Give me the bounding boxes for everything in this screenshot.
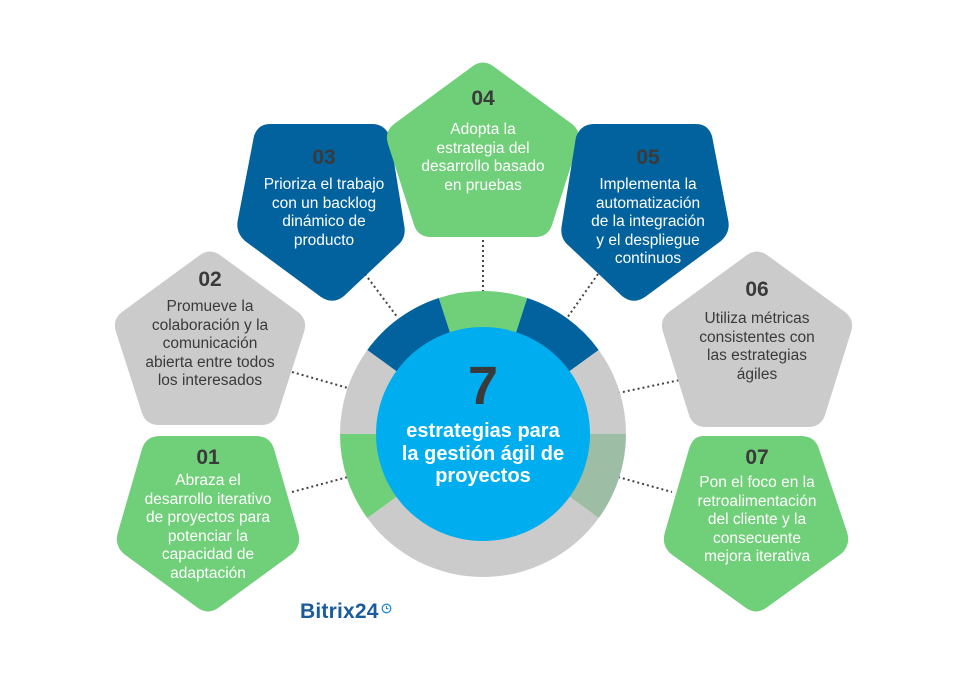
ring-segment-02 <box>340 349 398 434</box>
connector-06 <box>617 379 681 394</box>
text-line: de la integración <box>591 213 705 230</box>
text-line: las estrategias <box>707 347 807 364</box>
text-line: ágiles <box>736 365 778 383</box>
text-line: Implementa la <box>599 176 697 193</box>
strategy-text: Pon el foco en la retroalimentación del … <box>698 474 817 567</box>
connector-lines <box>291 240 681 493</box>
text-line: Utiliza métricas <box>704 310 810 327</box>
strategy-number: 01 <box>196 446 220 469</box>
strategy-card-04: 04 Adopta la estrategia del desarrollo b… <box>393 87 573 195</box>
strategy-card-03: 03 Prioriza el trabajo con un backlog di… <box>236 146 412 250</box>
strategy-text: Adopta la estrategia del desarrollo basa… <box>421 121 544 195</box>
text-line: automatización <box>595 194 701 212</box>
pentagon-03 <box>237 124 405 301</box>
text-line: abierta entre todos <box>145 353 275 371</box>
strategy-text: Implementa la automatización de la integ… <box>591 176 705 269</box>
ring-segment-01 <box>340 434 398 519</box>
strategy-number: 07 <box>745 446 769 469</box>
strategy-text: Utiliza métricas consistentes con las es… <box>699 310 814 384</box>
text-line: con un backlog <box>271 194 377 212</box>
text-line: continuos <box>614 250 682 267</box>
ring-segment-bottom <box>367 496 599 578</box>
center-label-line-3: proyectos <box>435 465 531 487</box>
text-line: Prioriza el trabajo <box>263 176 385 193</box>
strategy-card-02: 02 Promueve la colaboración y la comunic… <box>118 268 302 391</box>
center-number: 7 <box>467 356 499 416</box>
center-title: 7 estrategias para la gestión ágil de pr… <box>383 358 583 488</box>
connector-07 <box>617 476 673 493</box>
text-line: de proyectos para <box>145 509 271 526</box>
connector-03 <box>364 273 399 319</box>
clock-icon <box>381 596 392 620</box>
strategy-number: 02 <box>198 268 222 291</box>
strategy-text: Prioriza el trabajo con un backlog dinám… <box>264 176 385 250</box>
ring-segment-07 <box>568 434 626 519</box>
strategy-number: 05 <box>636 146 660 169</box>
text-line: dinámico de <box>282 213 366 230</box>
text-line: mejora iterativa <box>704 548 810 565</box>
text-line: adaptación <box>170 564 246 582</box>
strategy-card-01: 01 Abraza el desarrollo iterativo de pro… <box>118 446 298 583</box>
text-line: Abraza el <box>175 472 241 489</box>
text-line: Promueve la <box>166 298 254 315</box>
text-line: del cliente y la <box>707 511 807 528</box>
strategy-card-06: 06 Utiliza métricas consistentes con las… <box>664 278 850 384</box>
center-label-line-1: estrategias para <box>406 420 560 442</box>
pentagon-04 <box>386 62 580 237</box>
pentagon-06 <box>661 251 853 427</box>
strategy-number: 04 <box>471 87 495 110</box>
text-line: comunicación <box>162 335 258 352</box>
ring-segment-04 <box>438 290 528 334</box>
text-line: capacidad de <box>161 546 255 563</box>
text-line: producto <box>293 231 355 249</box>
text-line: Pon el foco en la <box>699 474 815 491</box>
pentagon-01 <box>116 436 300 612</box>
strategy-card-05: 05 Implementa la automatización de la in… <box>560 146 736 269</box>
text-line: en pruebas <box>444 176 522 194</box>
text-line: Adopta la <box>450 121 516 138</box>
text-line: colaboración y la <box>151 316 269 334</box>
text-line: potenciar la <box>167 527 249 545</box>
progress-ring <box>340 290 626 578</box>
text-line: y el despliegue <box>596 231 700 249</box>
pentagon-05 <box>561 124 729 301</box>
center-label-line-2: la gestión ágil de <box>401 442 565 465</box>
logo-text: Bitrix24 <box>300 600 379 623</box>
strategy-number: 06 <box>745 278 769 301</box>
pentagon-07 <box>663 436 849 612</box>
ring-segment-06 <box>568 349 626 434</box>
connector-01 <box>291 476 349 493</box>
ring-segment-03 <box>367 297 451 372</box>
text-line: desarrollo basado <box>421 158 545 175</box>
strategy-number: 03 <box>312 146 336 169</box>
text-line: desarrollo iterativo <box>144 490 272 508</box>
center-label: estrategias para la gestión ágil de proy… <box>383 420 583 488</box>
text-line: estrategia del <box>436 139 530 157</box>
connector-05 <box>566 273 599 319</box>
strategy-text: Abraza el desarrollo iterativo de proyec… <box>145 472 272 583</box>
text-line: retroalimentación <box>697 492 817 510</box>
text-line: consecuente <box>713 529 801 547</box>
center-circle <box>376 327 590 541</box>
text-line: consistentes con <box>699 328 815 346</box>
text-line: los interesados <box>157 372 263 389</box>
ring-segment-05 <box>515 297 599 372</box>
bitrix24-logo: Bitrix24 <box>300 600 392 624</box>
strategy-text: Promueve la colaboración y la comunicaci… <box>145 298 274 391</box>
strategy-card-07: 07 Pon el foco en la retroalimentación d… <box>662 446 852 567</box>
pentagon-02 <box>114 251 306 425</box>
